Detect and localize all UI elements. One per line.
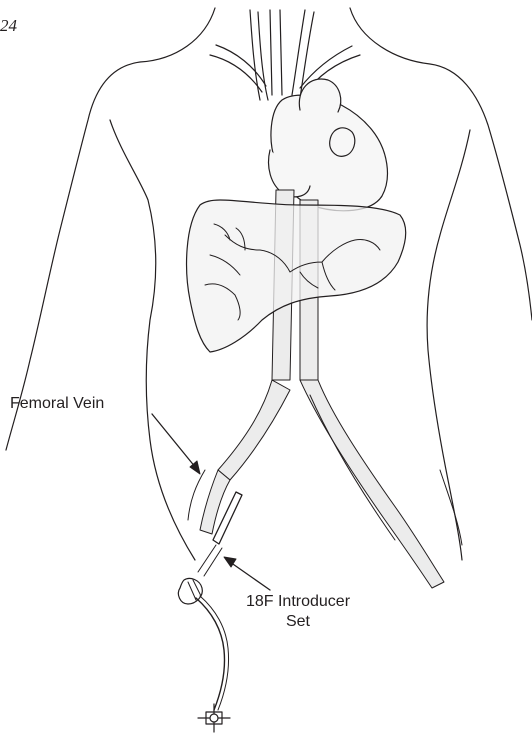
- heart-aortic-arch: [299, 79, 340, 112]
- femoral-arrow-line: [152, 414, 196, 468]
- introducer-label-line1: 18F Introducer: [243, 592, 353, 612]
- vessel-neck-left: [250, 10, 268, 100]
- pelvic-crease-left: [188, 470, 205, 520]
- left-iliac-vessel: [218, 380, 290, 480]
- introducer-sheath-line: [198, 545, 222, 576]
- body-inner-left-arm: [110, 120, 195, 560]
- body-outline-left: [6, 8, 215, 450]
- introducer-set-label: 18F Introducer Set: [243, 592, 353, 632]
- stopcock-center: [210, 714, 218, 722]
- vessel-neck-mid: [270, 10, 282, 95]
- introducer-arrow-line: [230, 562, 270, 590]
- liver: [187, 200, 406, 352]
- introducer-label-line2: Set: [243, 612, 353, 632]
- femoral-vein-label: Femoral Vein: [10, 394, 104, 414]
- figure-id: 24: [0, 16, 17, 36]
- heart-atrium: [330, 128, 355, 156]
- right-iliac-vessel: [300, 380, 444, 588]
- side-tubing: [196, 598, 225, 710]
